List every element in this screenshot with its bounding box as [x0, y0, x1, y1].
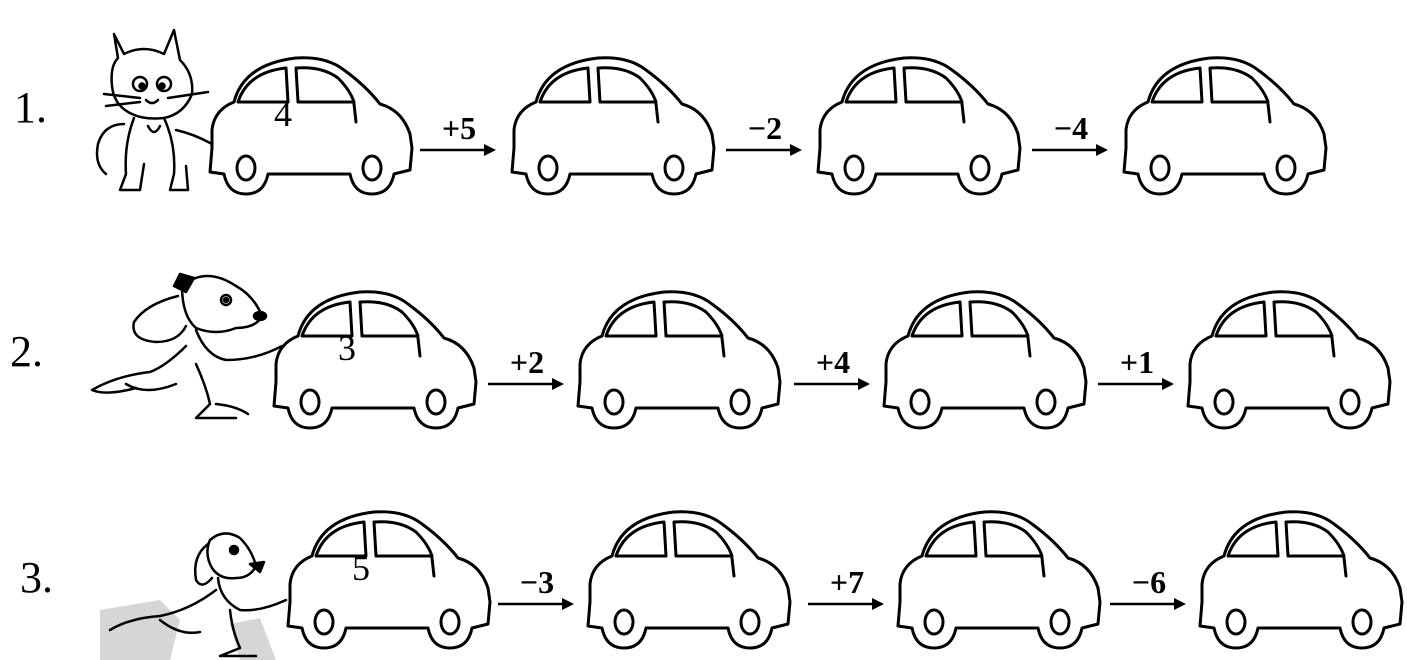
operation-arrow: +2 [486, 346, 566, 396]
operation-arrow: −4 [1030, 112, 1110, 162]
car-start: 5 [282, 506, 496, 656]
operation-label: −3 [519, 564, 555, 600]
operation-arrow: +7 [806, 566, 886, 616]
arrow-icon [1030, 142, 1110, 158]
operation-label: +4 [815, 344, 851, 380]
car-answer-blank [1182, 286, 1396, 436]
car-answer-blank [892, 506, 1106, 656]
car-answer-blank [572, 286, 786, 436]
car-start-value: 4 [274, 94, 292, 134]
arrow-icon [1096, 376, 1176, 392]
operation-arrow: −6 [1108, 566, 1188, 616]
dog-icon [86, 256, 282, 432]
operation-arrow: −2 [724, 112, 804, 162]
operation-arrow: +5 [418, 112, 498, 162]
car-answer-blank [878, 286, 1092, 436]
operation-label: −6 [1131, 564, 1167, 600]
car-start-value: 5 [352, 548, 370, 588]
arrow-icon [724, 142, 804, 158]
arrow-icon [1108, 596, 1188, 612]
operation-label: −2 [747, 110, 783, 146]
operation-label: +5 [441, 110, 477, 146]
arrow-icon [486, 376, 566, 392]
car-answer-blank [582, 506, 796, 656]
task-number: 2. [10, 327, 43, 376]
operation-label: +1 [1119, 344, 1155, 380]
arrow-icon [496, 596, 576, 612]
arrow-icon [806, 596, 886, 612]
operation-arrow: +4 [792, 346, 872, 396]
car-answer-blank [506, 52, 720, 202]
arrow-icon [792, 376, 872, 392]
car-start-value: 3 [338, 328, 356, 368]
operation-arrow: −3 [496, 566, 576, 616]
operation-label: −4 [1053, 110, 1089, 146]
car-answer-blank [1118, 52, 1332, 202]
operation-label: +2 [509, 344, 545, 380]
car-start: 3 [268, 286, 482, 436]
car-answer-blank [1194, 506, 1407, 656]
operation-arrow: +1 [1096, 346, 1176, 396]
car-answer-blank [812, 52, 1026, 202]
operation-label: +7 [829, 564, 865, 600]
car-start: 4 [204, 52, 418, 202]
puppy-icon [100, 520, 300, 660]
arrow-icon [418, 142, 498, 158]
cat-icon [84, 14, 224, 194]
task-number: 1. [14, 83, 47, 132]
task-number: 3. [20, 553, 53, 602]
